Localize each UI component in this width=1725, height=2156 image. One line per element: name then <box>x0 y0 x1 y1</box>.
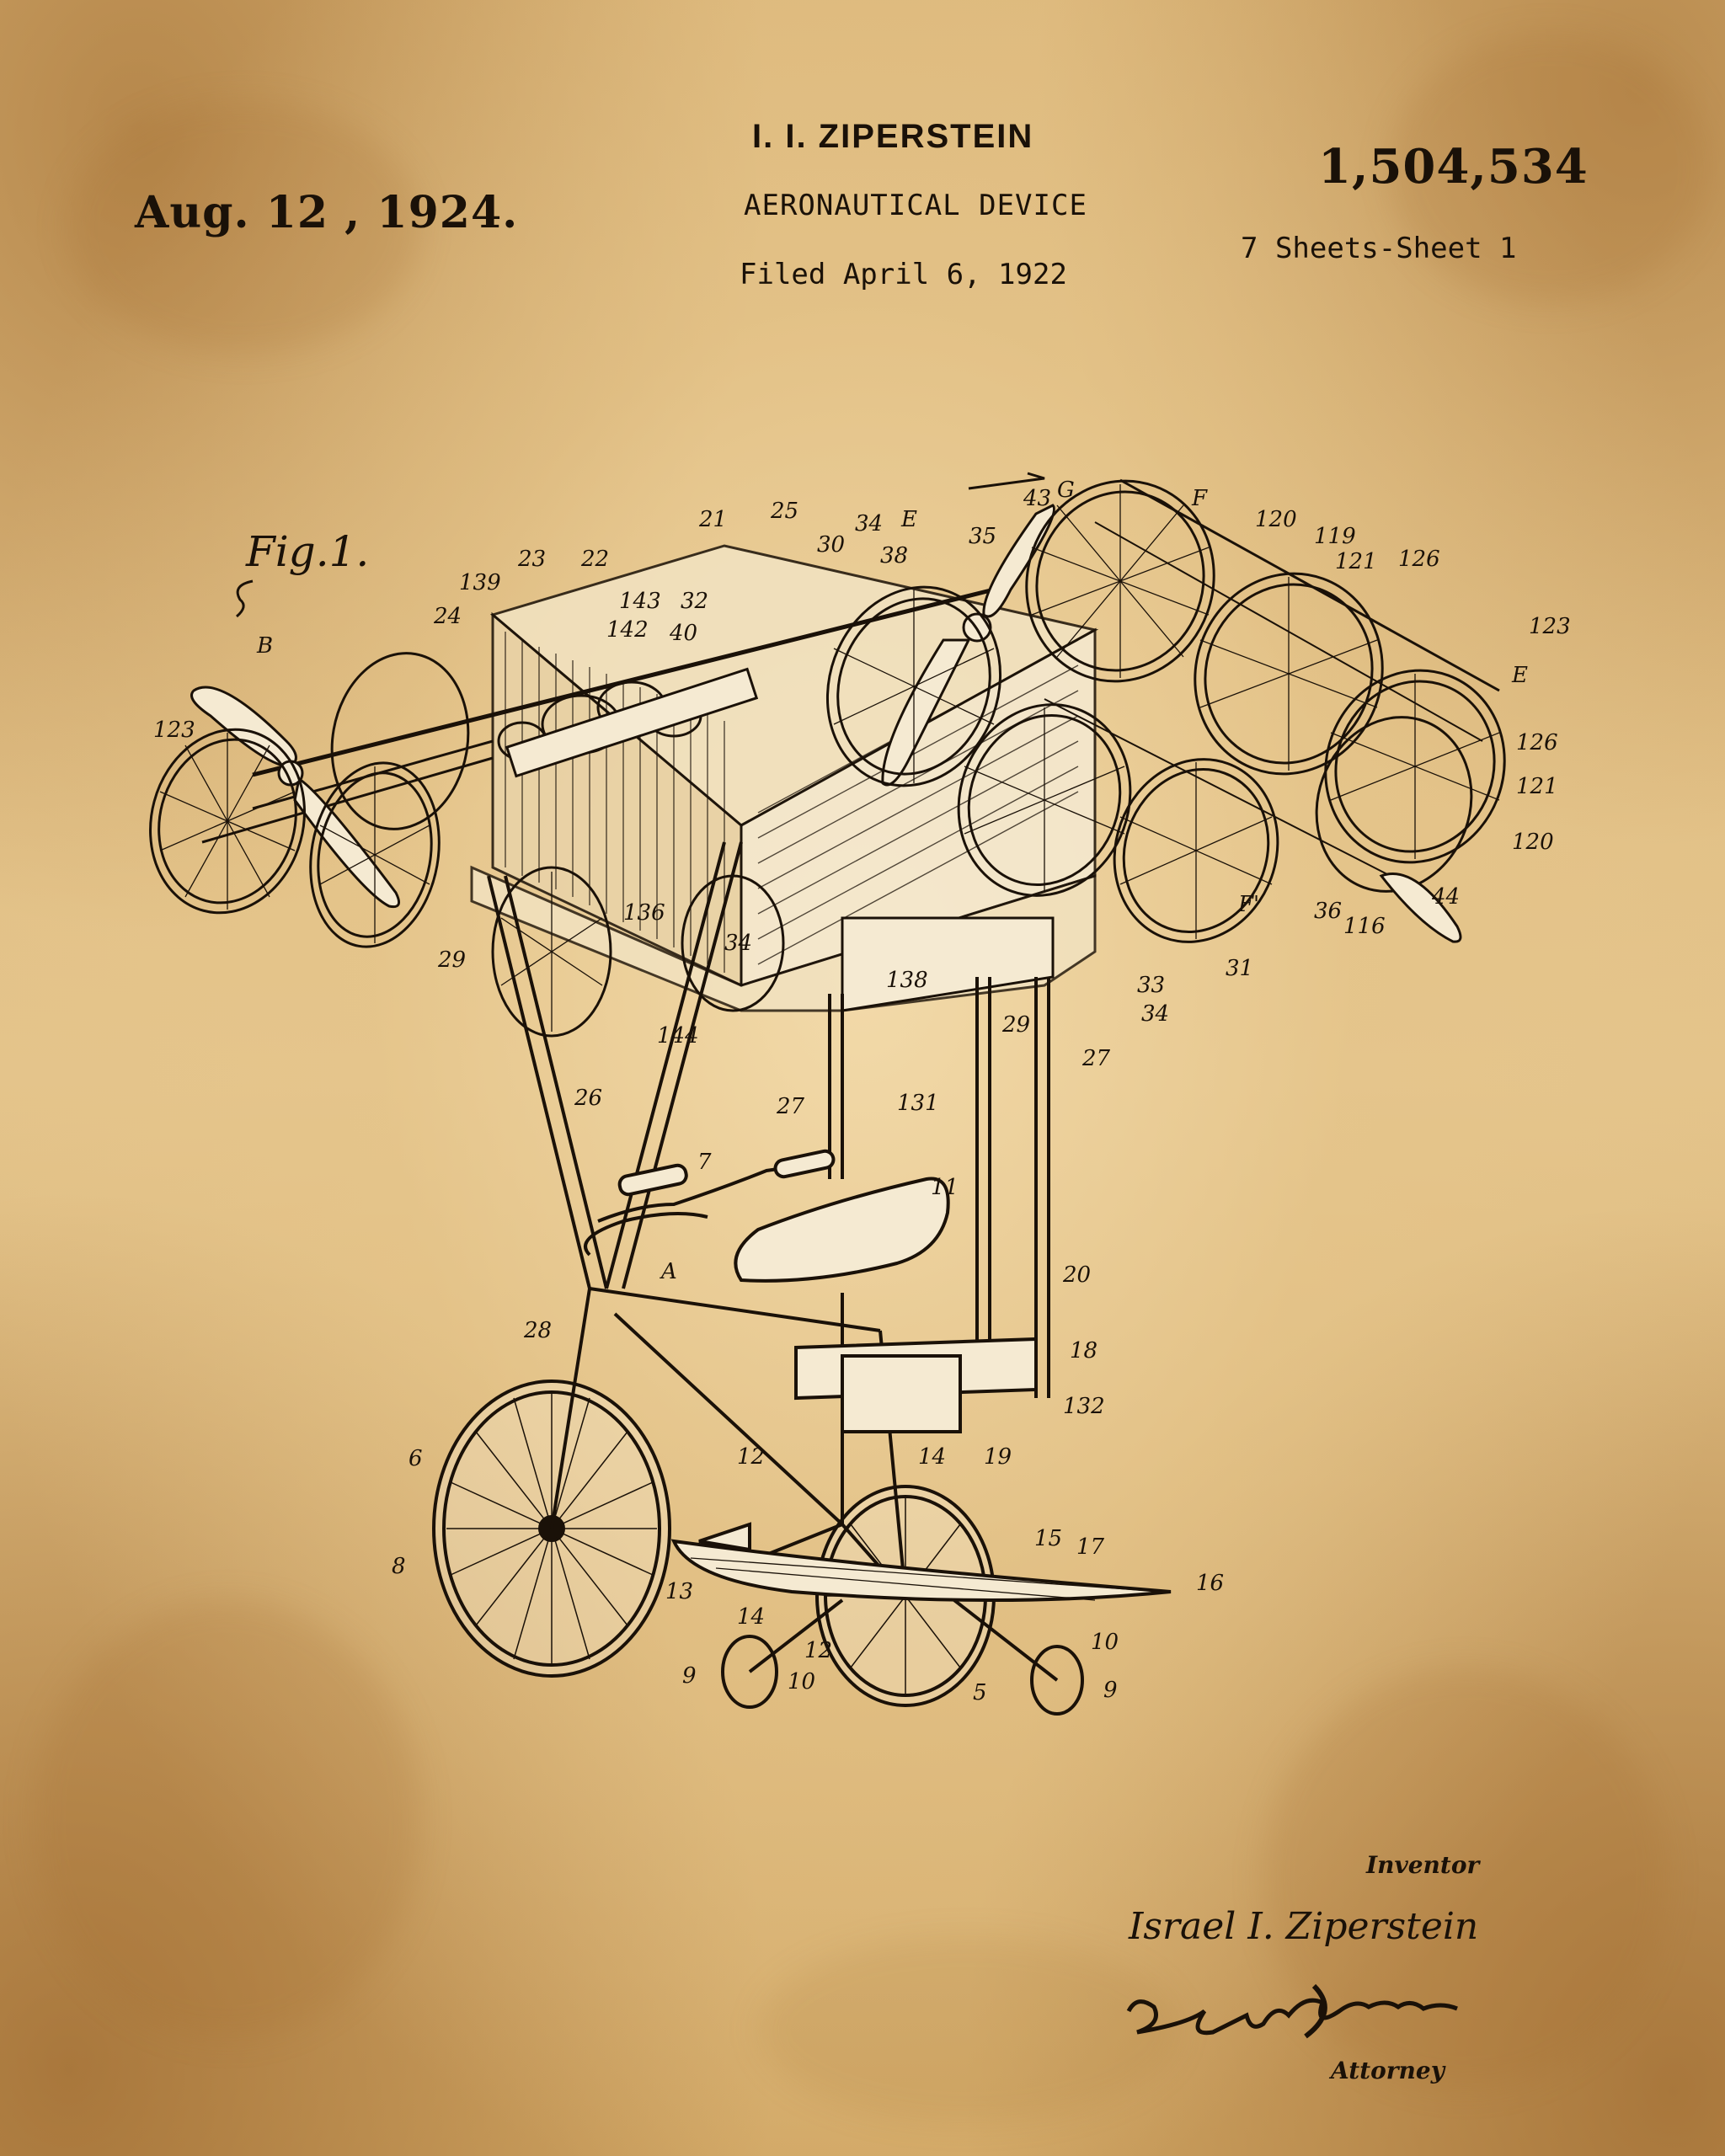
svg-text:136: 136 <box>623 900 665 926</box>
svg-text:144: 144 <box>657 1023 699 1049</box>
reference-numerals: B 123 24 139 23 22 143 142 32 40 21 25 3… <box>153 478 1571 1705</box>
svg-text:8: 8 <box>392 1554 406 1579</box>
paper-stain <box>758 1937 1179 2122</box>
svg-text:31: 31 <box>1226 956 1253 981</box>
svg-text:A: A <box>660 1259 677 1284</box>
svg-text:5: 5 <box>973 1680 987 1705</box>
svg-text:E: E <box>900 507 917 532</box>
struts <box>487 841 1050 1398</box>
svg-text:13: 13 <box>665 1579 693 1604</box>
svg-text:16: 16 <box>1196 1571 1224 1596</box>
svg-text:126: 126 <box>1516 730 1558 755</box>
svg-text:15: 15 <box>1034 1526 1062 1551</box>
patent-number: 1,504,534 <box>1318 139 1589 195</box>
paper-stain <box>1390 34 1710 303</box>
svg-text:126: 126 <box>1398 547 1440 572</box>
top-propeller <box>881 472 1055 787</box>
svg-text:40: 40 <box>669 621 697 646</box>
svg-text:27: 27 <box>776 1094 805 1119</box>
svg-text:F: F <box>1191 486 1208 511</box>
svg-text:6: 6 <box>409 1446 423 1471</box>
svg-text:B: B <box>256 633 273 659</box>
svg-text:138: 138 <box>886 968 928 993</box>
svg-text:10: 10 <box>788 1669 815 1694</box>
svg-text:11: 11 <box>931 1175 959 1200</box>
paper-stain <box>34 1600 421 2038</box>
filed-date: Filed April 6, 1922 <box>740 258 1067 291</box>
figure-label: Fig.1. <box>245 527 369 576</box>
svg-text:26: 26 <box>574 1086 602 1111</box>
svg-text:9: 9 <box>682 1663 697 1689</box>
svg-text:34: 34 <box>855 511 883 536</box>
svg-text:44: 44 <box>1431 884 1460 910</box>
svg-text:10: 10 <box>1091 1630 1119 1655</box>
attorney-label: Attorney <box>1331 2057 1445 2084</box>
svg-text:123: 123 <box>1529 614 1571 639</box>
svg-text:34: 34 <box>724 931 752 956</box>
svg-text:36: 36 <box>1314 899 1342 924</box>
svg-text:30: 30 <box>817 532 845 558</box>
svg-text:132: 132 <box>1063 1394 1105 1419</box>
inventor-signature: Israel I. Ziperstein <box>1129 1905 1479 1948</box>
svg-text:116: 116 <box>1343 914 1386 939</box>
left-propeller <box>190 686 401 909</box>
svg-text:20: 20 <box>1062 1262 1091 1288</box>
svg-text:25: 25 <box>770 499 798 524</box>
svg-text:35: 35 <box>969 524 996 549</box>
svg-text:142: 142 <box>606 617 649 643</box>
svg-text:29: 29 <box>437 947 466 973</box>
svg-text:34: 34 <box>1141 1001 1169 1027</box>
svg-text:E: E <box>1511 663 1528 688</box>
svg-text:27: 27 <box>1081 1046 1111 1071</box>
svg-text:143: 143 <box>619 589 661 614</box>
svg-text:121: 121 <box>1335 549 1377 574</box>
paper-stain <box>67 101 421 354</box>
left-wheels <box>149 652 785 1038</box>
svg-text:33: 33 <box>1137 973 1165 998</box>
device-title: AERONAUTICAL DEVICE <box>744 189 1087 222</box>
svg-text:G: G <box>1057 478 1075 503</box>
svg-text:28: 28 <box>523 1318 552 1343</box>
svg-text:14: 14 <box>918 1444 946 1470</box>
svg-text:121: 121 <box>1516 774 1558 799</box>
svg-text:21: 21 <box>698 507 727 532</box>
bicycle <box>432 1149 1172 1716</box>
svg-text:17: 17 <box>1076 1534 1105 1560</box>
svg-text:43: 43 <box>1023 486 1051 511</box>
svg-text:22: 22 <box>580 547 609 572</box>
svg-text:14: 14 <box>737 1604 765 1630</box>
svg-text:23: 23 <box>517 547 546 572</box>
svg-text:7: 7 <box>697 1150 712 1175</box>
svg-text:123: 123 <box>153 718 195 743</box>
svg-text:32: 32 <box>681 589 708 614</box>
svg-text:120: 120 <box>1255 507 1297 532</box>
svg-text:9: 9 <box>1103 1678 1118 1703</box>
svg-text:131: 131 <box>897 1091 939 1116</box>
inventor-name-header: I. I. ZIPERSTEIN <box>752 118 1034 155</box>
svg-text:119: 119 <box>1314 524 1356 549</box>
svg-text:F': F' <box>1237 892 1259 917</box>
right-wheels <box>825 478 1506 943</box>
svg-text:18: 18 <box>1070 1338 1097 1364</box>
svg-text:139: 139 <box>459 570 501 595</box>
svg-text:19: 19 <box>984 1444 1012 1470</box>
svg-text:12: 12 <box>737 1444 765 1470</box>
svg-text:29: 29 <box>1001 1012 1030 1038</box>
svg-text:12: 12 <box>804 1638 832 1663</box>
svg-text:120: 120 <box>1512 830 1554 855</box>
patent-date: Aug. 12 , 1924. <box>135 187 519 238</box>
svg-text:24: 24 <box>433 604 462 629</box>
inventor-label: Inventor <box>1366 1851 1480 1879</box>
paper-stain <box>1263 1668 1668 2089</box>
attorney-signature <box>1126 1983 1458 2039</box>
sheet-count: 7 Sheets-Sheet 1 <box>1241 232 1517 265</box>
svg-text:38: 38 <box>880 543 908 568</box>
